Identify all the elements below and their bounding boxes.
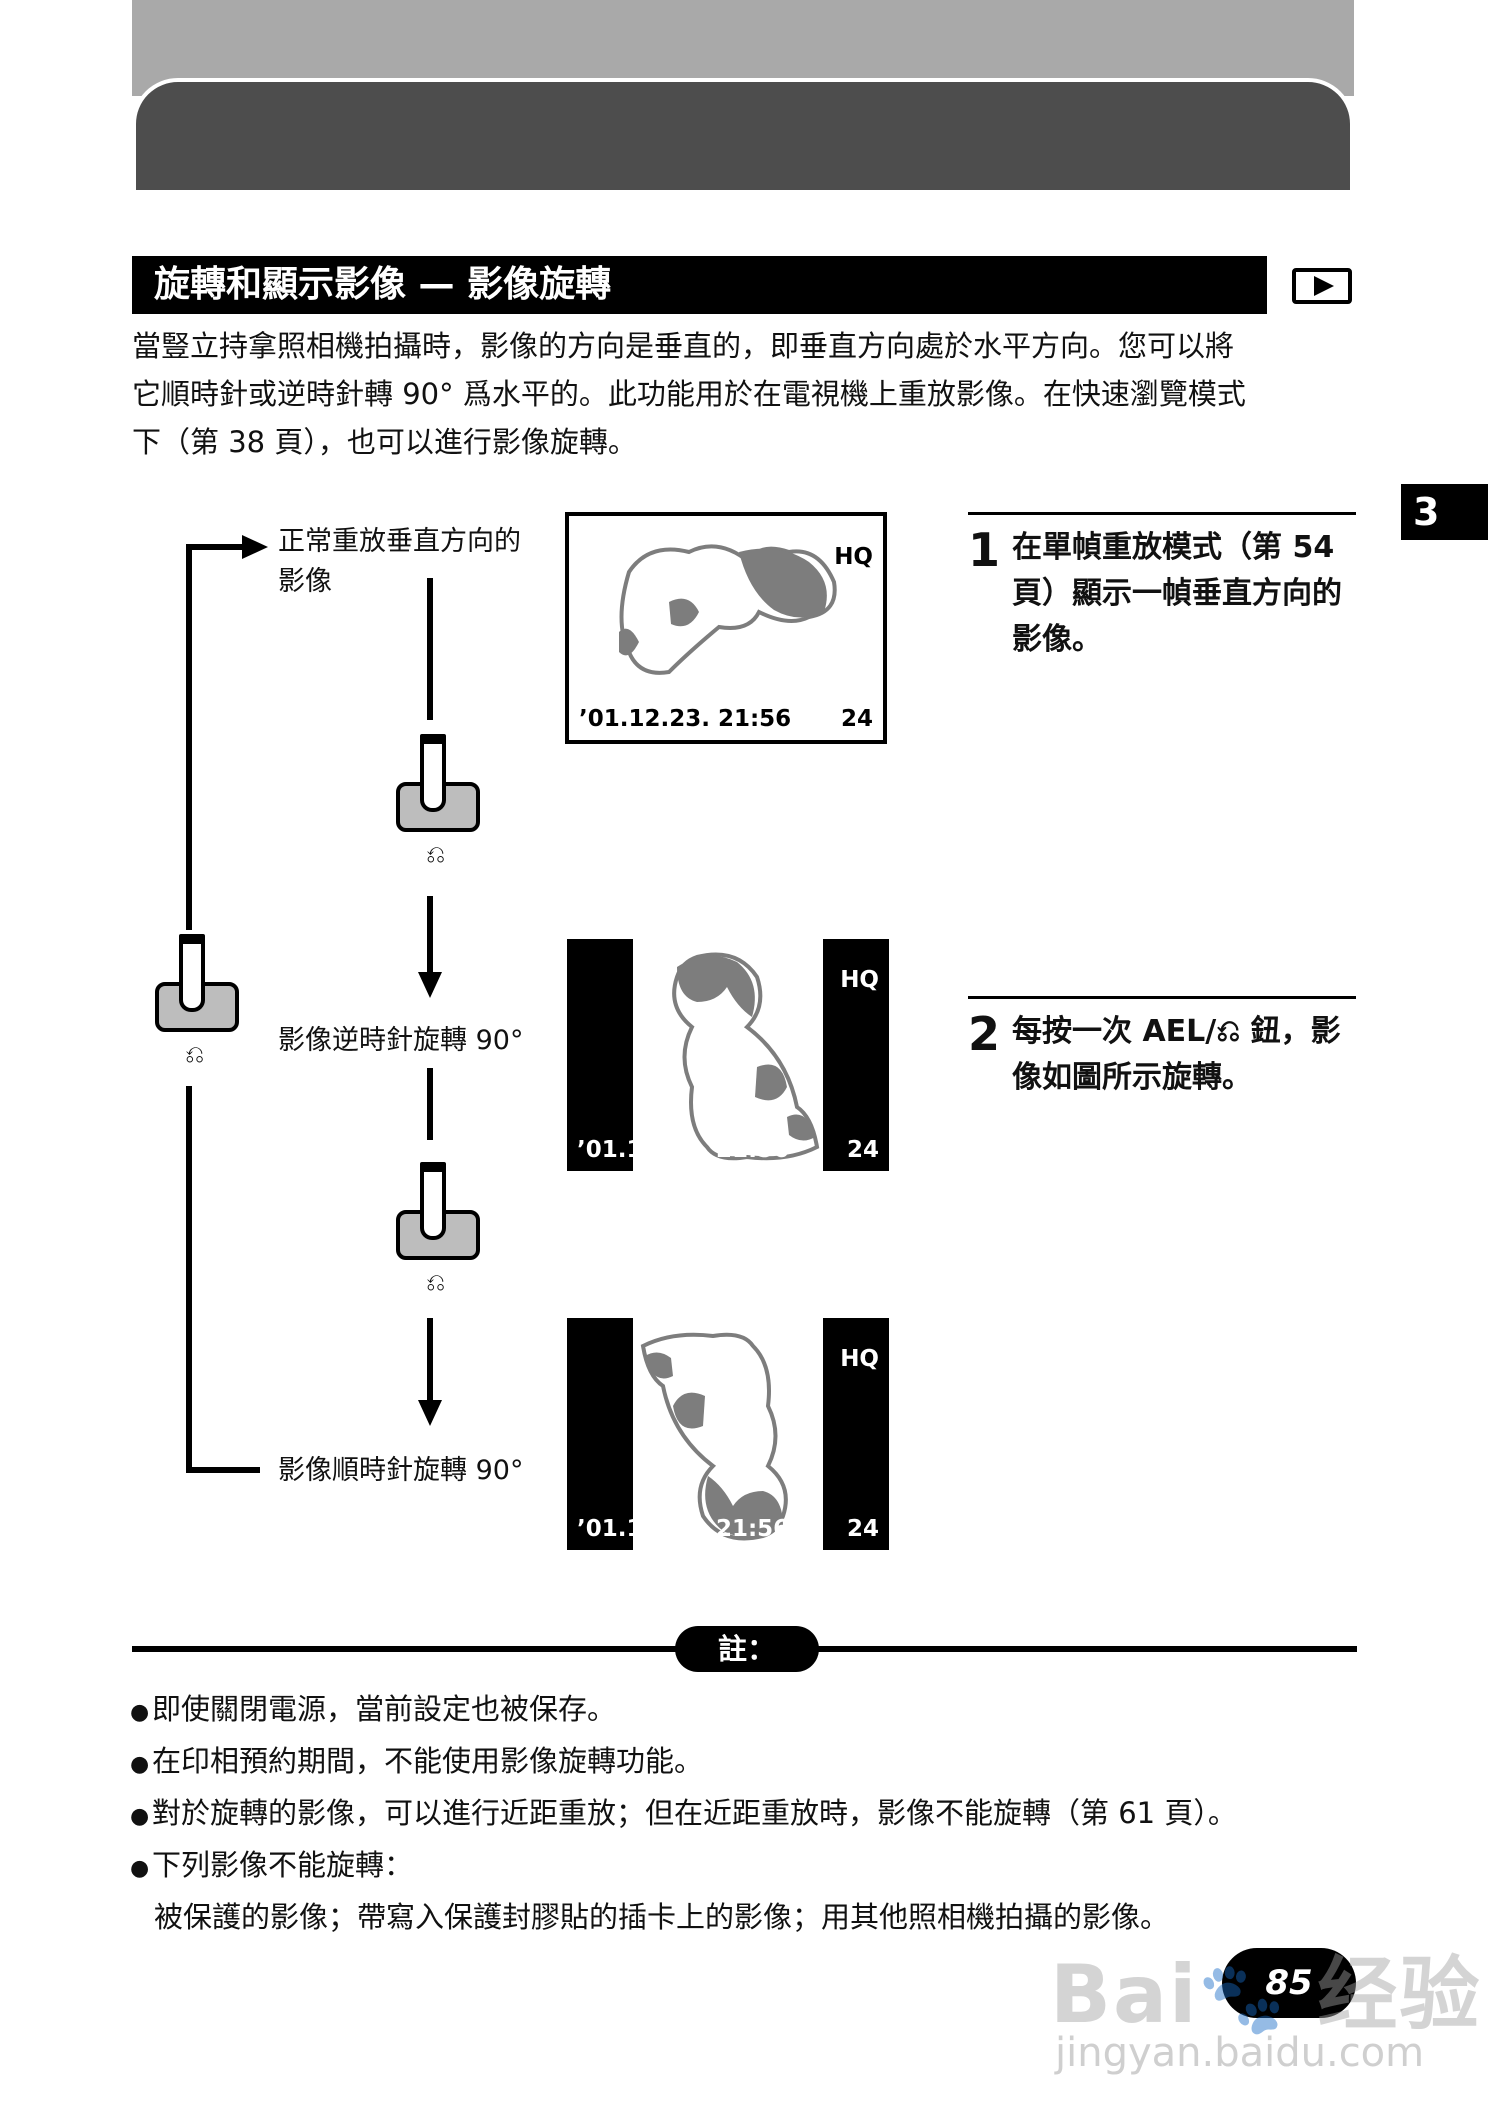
bullet-icon: ● [130,1804,150,1829]
note-list: ●即使關閉電源，當前設定也被保存。 ●在印相預約期間，不能使用影像旋轉功能。 ●… [130,1685,1355,1941]
loop-line-left-top [186,544,192,930]
note-text: 對於旋轉的影像，可以進行近距重放；但在近距重放時，影像不能旋轉（第 61 頁）。 [152,1796,1237,1830]
note-item: ●即使關閉電源，當前設定也被保存。 [130,1685,1355,1737]
loop-line-top [186,544,244,550]
step-text: 每按一次 AEL/⎌ 鈕，影 像如圖所示旋轉。 [1012,1014,1341,1095]
label-normal: 正常重放垂直方向的 影像 [278,526,521,597]
step-1: 1 在單幀重放模式（第 54 頁）顯示一幀垂直方向的 影像。 [968,512,1356,663]
finger-icon [179,934,205,1012]
note-item: ●下列影像不能旋轉： [130,1841,1355,1893]
page-number: 85 [1222,1948,1356,2018]
ael-button-press-1: ⎌ [396,734,480,866]
quality-indicator: HQ [834,544,873,570]
lcd-screen-rotated-cw: HQ ’01.12.23. 21:56 24 [567,1318,889,1550]
rotate-icon: ⎌ [426,840,446,868]
bullet-icon: ● [130,1856,150,1881]
note-text: 下列影像不能旋轉： [152,1848,414,1882]
lcd-screen-normal: HQ ’01.12.23. 21:56 24 [565,512,887,744]
dog-photo-upside-down [640,1332,788,1541]
label-clockwise: 影像順時針旋轉 90° [278,1455,524,1486]
frame-count: 24 [846,1137,879,1163]
flow-arrow-2 [418,1400,442,1426]
loop-line-left-bottom [186,1086,192,1473]
rotate-icon: ⎌ [185,1040,205,1068]
frame-count: 24 [840,706,873,732]
watermark-logo: Bai🐾 经验 [1050,1948,1482,2041]
flow-line-1 [427,578,433,720]
dog-photo-sideways [619,544,837,675]
step-2: 2 每按一次 AEL/⎌ 鈕，影 像如圖所示旋轉。 [968,996,1356,1101]
flow-line-4 [427,1318,433,1402]
finger-icon [420,1162,446,1240]
section-title: 旋轉和顯示影像 — 影像旋轉 [154,264,612,305]
step-number: 1 [968,523,1001,577]
dog-photo-upright [672,952,820,1161]
loop-arrow-head [242,535,268,559]
step-text: 在單幀重放模式（第 54 頁）顯示一幀垂直方向的 影像。 [1012,530,1342,657]
quality-indicator: HQ [840,967,879,993]
date-time-stamp: ’01.12.23. 21:56 [579,706,792,732]
frame-count: 24 [846,1516,879,1542]
label-counterclockwise: 影像逆時針旋轉 90° [278,1025,524,1056]
chapter-tab: 3 [1401,484,1488,540]
bullet-icon: ● [130,1752,150,1777]
step-number: 2 [968,1007,1001,1061]
note-item: ●對於旋轉的影像，可以進行近距重放；但在近距重放時，影像不能旋轉（第 61 頁）… [130,1789,1355,1841]
note-text: 在印相預約期間，不能使用影像旋轉功能。 [152,1744,704,1778]
lcd-screen-rotated-ccw: HQ ’01.12.23. 21:56 24 [567,939,889,1171]
section-title-bar: 旋轉和顯示影像 — 影像旋轉 [132,256,1267,314]
note-text: 即使關閉電源，當前設定也被保存。 [152,1692,617,1726]
note-sub-item: 被保護的影像；帶寫入保護封膠貼的插卡上的影像；用其他照相機拍攝的影像。 [154,1900,1170,1934]
finger-icon [420,734,446,812]
ael-button-press-loop: ⎌ [155,934,239,1066]
flow-line-3 [427,1068,433,1140]
flow-line-2 [427,896,433,974]
ael-button-press-2: ⎌ [396,1162,480,1294]
quality-indicator: HQ [840,1346,879,1372]
playback-mode-icon [1292,268,1352,304]
watermark-url: jingyan.baidu.com [1055,2030,1425,2076]
date-time-stamp: ’01.12.23. 21:56 [577,1516,790,1542]
flow-arrow-1 [418,972,442,998]
rotate-icon: ⎌ [426,1268,446,1296]
note-item: ●在印相預約期間，不能使用影像旋轉功能。 [130,1737,1355,1789]
date-time-stamp: ’01.12.23. 21:56 [577,1137,790,1163]
header-bar [132,78,1354,194]
loop-line-bottom [186,1467,260,1473]
bullet-icon: ● [130,1700,150,1725]
note-title: 註： [675,1626,819,1672]
intro-paragraph: 當豎立持拿照相機拍攝時，影像的方向是垂直的，即垂直方向處於水平方向。您可以將 它… [132,329,1246,459]
